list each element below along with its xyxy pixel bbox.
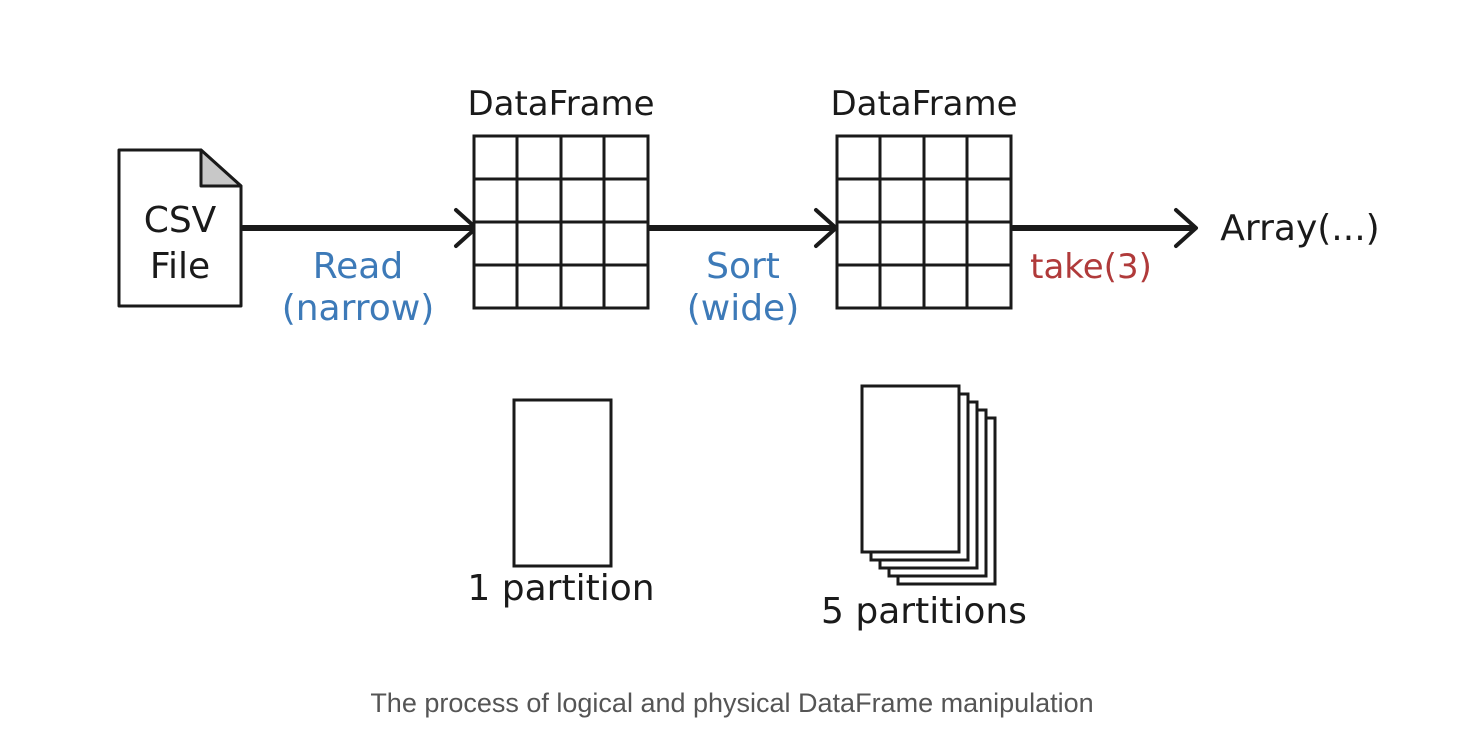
five-partitions-stack	[860, 384, 997, 586]
file-label: File	[150, 246, 210, 287]
dataframe-right-title: DataFrame	[830, 84, 1017, 124]
read-arrow	[240, 208, 478, 248]
single-partition-label: 1 partition	[467, 568, 654, 609]
take-arrow	[1010, 208, 1198, 248]
dataframe-right-grid	[835, 134, 1013, 310]
dataframe-left-grid	[472, 134, 650, 310]
single-partition-sheet	[512, 398, 613, 568]
take-label: take(3)	[1030, 247, 1152, 287]
narrow-label: (narrow)	[282, 288, 435, 329]
five-partitions-label: 5 partitions	[821, 591, 1027, 632]
wide-label: (wide)	[687, 288, 800, 329]
array-result-label: Array(...)	[1220, 208, 1379, 249]
csv-file-icon	[117, 148, 243, 308]
read-label: Read	[313, 246, 403, 287]
csv-label: CSV	[144, 200, 217, 241]
dataframe-left-title: DataFrame	[467, 84, 654, 124]
sort-arrow	[647, 208, 838, 248]
sort-label: Sort	[706, 246, 780, 287]
figure-caption: The process of logical and physical Data…	[370, 688, 1094, 718]
